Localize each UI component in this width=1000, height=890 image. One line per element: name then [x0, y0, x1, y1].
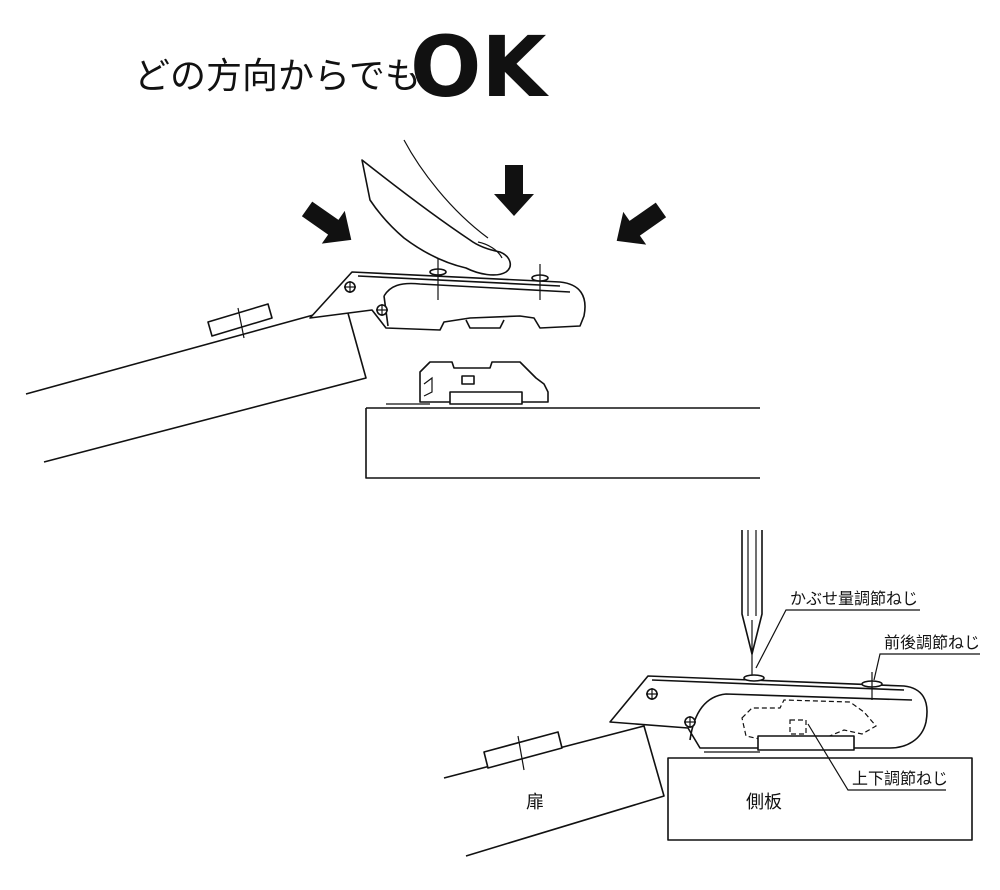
headline: どの方向からでも OK — [134, 18, 549, 116]
door-panel-bottom: 扉 — [443, 725, 665, 857]
side-panel-label: 側板 — [746, 792, 782, 813]
hinge-arm-bottom — [609, 672, 928, 753]
hinge-arm-top — [309, 258, 586, 331]
arrow-down-icon — [494, 165, 534, 216]
depth-adjust-screw-label: 前後調節ねじ — [884, 633, 980, 652]
side-panel-bottom: 側板 — [667, 757, 973, 841]
arrow-down-left-icon — [616, 202, 667, 245]
finger-icon — [361, 139, 512, 276]
callouts: かぶせ量調節ねじ 前後調節ねじ 上下調節ねじ — [755, 589, 980, 791]
height-adjust-screw-label: 上下調節ねじ — [852, 769, 948, 788]
arrow-down-right-icon — [301, 201, 352, 244]
side-panel-top — [365, 407, 760, 479]
overlay-adjust-screw-label: かぶせ量調節ねじ — [790, 589, 918, 608]
mounting-plate-top — [386, 361, 549, 405]
screwdriver-icon — [741, 530, 763, 680]
headline-ok: OK — [410, 18, 549, 116]
door-label: 扉 — [526, 792, 544, 813]
door-panel-top — [25, 303, 367, 463]
press-arrows — [301, 165, 667, 245]
headline-lead: どの方向からでも — [134, 56, 421, 97]
